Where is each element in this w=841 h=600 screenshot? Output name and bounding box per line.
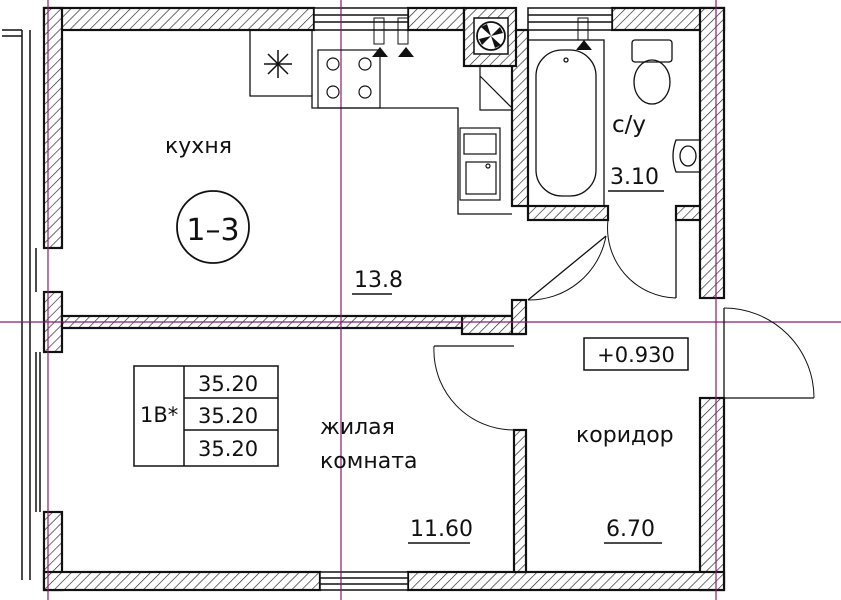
kitchen-counter [249,30,512,215]
ventilation-fan-icon [473,17,509,55]
toilet-icon [631,39,673,105]
level-mark: +0.930 [583,337,689,371]
doors [433,219,815,431]
apartment-type: 1В* [140,403,178,427]
window-bottom [319,571,409,591]
level-mark-value: +0.930 [597,343,675,367]
apartment-area-2: 35.20 [198,404,258,428]
unit-marker-label: 1–3 [186,213,239,248]
living-area: 11.60 [410,517,473,542]
vent-markers [372,40,592,57]
shaft-niche [479,66,513,111]
bathtub-icon [527,39,605,207]
kitchen-area: 13.8 [354,268,403,293]
apartment-area-1: 35.20 [198,372,258,396]
hood-icon [264,50,292,78]
window-left [2,29,41,580]
sink-icon [459,127,501,201]
apartment-area-table [133,365,279,467]
corridor-area: 6.70 [606,517,655,542]
living-name-line1: жилая [320,415,395,440]
apartment-area-3: 35.20 [198,437,258,461]
corridor-name: коридор [576,423,674,448]
stove-icon [317,49,381,109]
unit-marker: 1–3 [176,190,250,264]
kitchen-name: кухня [165,134,232,159]
walls [42,6,726,592]
living-name-line2: комната [320,449,418,474]
bathroom-name: с/у [612,112,646,138]
bathroom-area: 3.10 [610,165,659,190]
washbasin-icon [672,139,700,173]
